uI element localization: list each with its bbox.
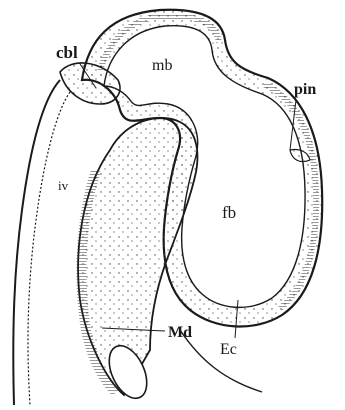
label-cbl: cbl [56,43,78,62]
label-md: Md [168,324,192,341]
label-iv: iv [58,178,69,193]
label-fb: fb [222,203,236,222]
skin-contour [180,330,262,392]
label-pin: pin [294,81,316,98]
label-mb: mb [152,57,172,74]
label-ec: Ec [220,341,237,358]
neural-tube-left-wall [13,80,60,405]
